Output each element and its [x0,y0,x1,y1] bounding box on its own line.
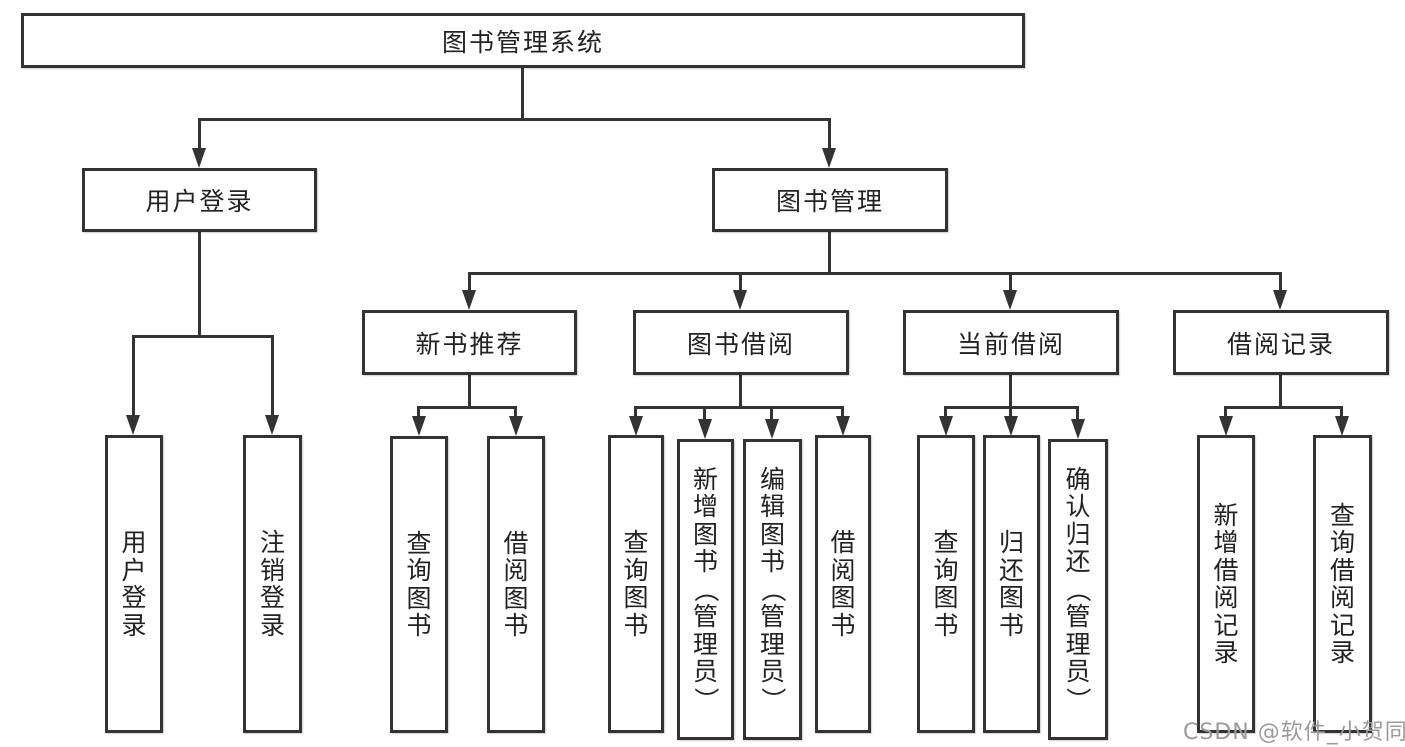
node-bb-edit-book-admin-label: 编辑图书（管理员） [758,464,788,713]
connector-line [514,406,517,420]
connector-line [1009,373,1012,408]
connector-line [634,406,844,409]
node-cb-query-book: 查询图书 [917,435,975,733]
connector-line [1224,406,1227,420]
node-borrowing-records-label: 借阅记录 [1226,329,1335,359]
node-bb-query-book-label: 查询图书 [623,528,649,640]
arrow-down-icon [629,416,643,436]
arrow-down-icon [1071,419,1085,439]
node-nb-query-book: 查询图书 [390,436,448,733]
node-bb-add-book-admin-label: 新增图书（管理员） [691,464,721,713]
connector-line [828,230,831,274]
node-bb-query-book: 查询图书 [608,435,664,733]
node-bb-add-book-admin: 新增图书（管理员） [677,439,734,740]
node-logout-label: 注销登录 [259,528,285,640]
connector-line [1340,406,1343,420]
csdn-watermark: CSDN @软件_小贺同学 [1183,720,1405,745]
connector-line [634,406,637,420]
node-bb-edit-book-admin: 编辑图书（管理员） [743,439,802,740]
node-br-query-record-label: 查询借阅记录 [1329,500,1355,667]
arrow-down-icon [265,415,279,435]
connector-line [132,335,274,338]
connector-line [468,373,471,408]
connector-line [198,118,831,121]
node-br-query-record: 查询借阅记录 [1313,435,1372,733]
arrow-down-icon [509,416,523,436]
node-bb-borrow-book: 借阅图书 [815,435,871,733]
connector-line [739,272,742,294]
arrow-down-icon [765,419,779,439]
arrow-down-icon [1004,416,1018,436]
connector-line [1224,406,1342,409]
node-br-add-record-label: 新增借阅记录 [1213,500,1239,667]
arrow-down-icon [126,415,140,435]
node-library-management-system-label: 图书管理系统 [441,27,604,57]
connector-line [132,335,135,419]
node-user-login-label: 用户登录 [121,528,147,640]
node-nb-query-book-label: 查询图书 [406,528,432,640]
node-cb-return-book: 归还图书 [983,435,1040,733]
connector-line [271,335,274,419]
connector-line [1076,406,1079,422]
connector-line [521,66,524,120]
node-logout: 注销登录 [243,435,302,733]
connector-line [417,406,420,420]
node-nb-borrow-book-label: 借阅图书 [503,528,529,640]
connector-line [468,272,1282,275]
connector-line [198,230,201,337]
node-book-borrowing-label: 图书借阅 [686,329,795,359]
node-user-login-group-label: 用户登录 [145,187,254,216]
arrow-down-icon [1273,290,1287,310]
node-user-login-group: 用户登录 [82,168,317,232]
node-cb-confirm-return-admin: 确认归还（管理员） [1048,439,1108,740]
connector-line [1009,406,1012,420]
connector-line [770,406,773,422]
node-cb-return-book-label: 归还图书 [998,528,1024,640]
connector-line [417,406,517,409]
connector-line [1279,272,1282,294]
node-current-borrowing-label: 当前借阅 [956,329,1065,359]
node-user-login: 用户登录 [105,435,163,733]
arrow-down-icon [462,290,476,310]
node-nb-borrow-book: 借阅图书 [487,436,545,733]
arrow-down-icon [822,148,836,168]
connector-line [841,406,844,420]
node-cb-confirm-return-admin-label: 确认归还（管理员） [1063,464,1093,713]
node-borrowing-records: 借阅记录 [1173,310,1389,375]
connector-line [468,272,471,294]
node-book-borrowing: 图书借阅 [633,310,849,375]
node-bb-borrow-book-label: 借阅图书 [830,528,856,640]
arrow-down-icon [1219,416,1233,436]
node-cb-query-book-label: 查询图书 [933,528,959,640]
arrow-down-icon [698,419,712,439]
node-book-management-label: 图书管理 [775,187,884,216]
node-current-borrowing: 当前借阅 [903,310,1119,375]
connector-line [703,406,706,422]
connector-line [1279,373,1282,408]
connector-line [739,373,742,408]
node-new-book-recommend: 新书推荐 [362,310,577,375]
connector-line [944,406,947,420]
arrow-down-icon [939,416,953,436]
connector-line [1009,272,1012,294]
node-library-management-system: 图书管理系统 [21,13,1025,68]
arrow-down-icon [733,290,747,310]
arrow-down-icon [1003,290,1017,310]
arrow-down-icon [192,148,206,168]
arrow-down-icon [1335,416,1349,436]
node-book-management: 图书管理 [712,168,948,232]
arrow-down-icon [412,416,426,436]
connector-line [828,118,831,152]
connector-line [198,118,201,152]
arrow-down-icon [836,416,850,436]
node-new-book-recommend-label: 新书推荐 [415,329,524,359]
node-br-add-record: 新增借阅记录 [1197,435,1255,733]
